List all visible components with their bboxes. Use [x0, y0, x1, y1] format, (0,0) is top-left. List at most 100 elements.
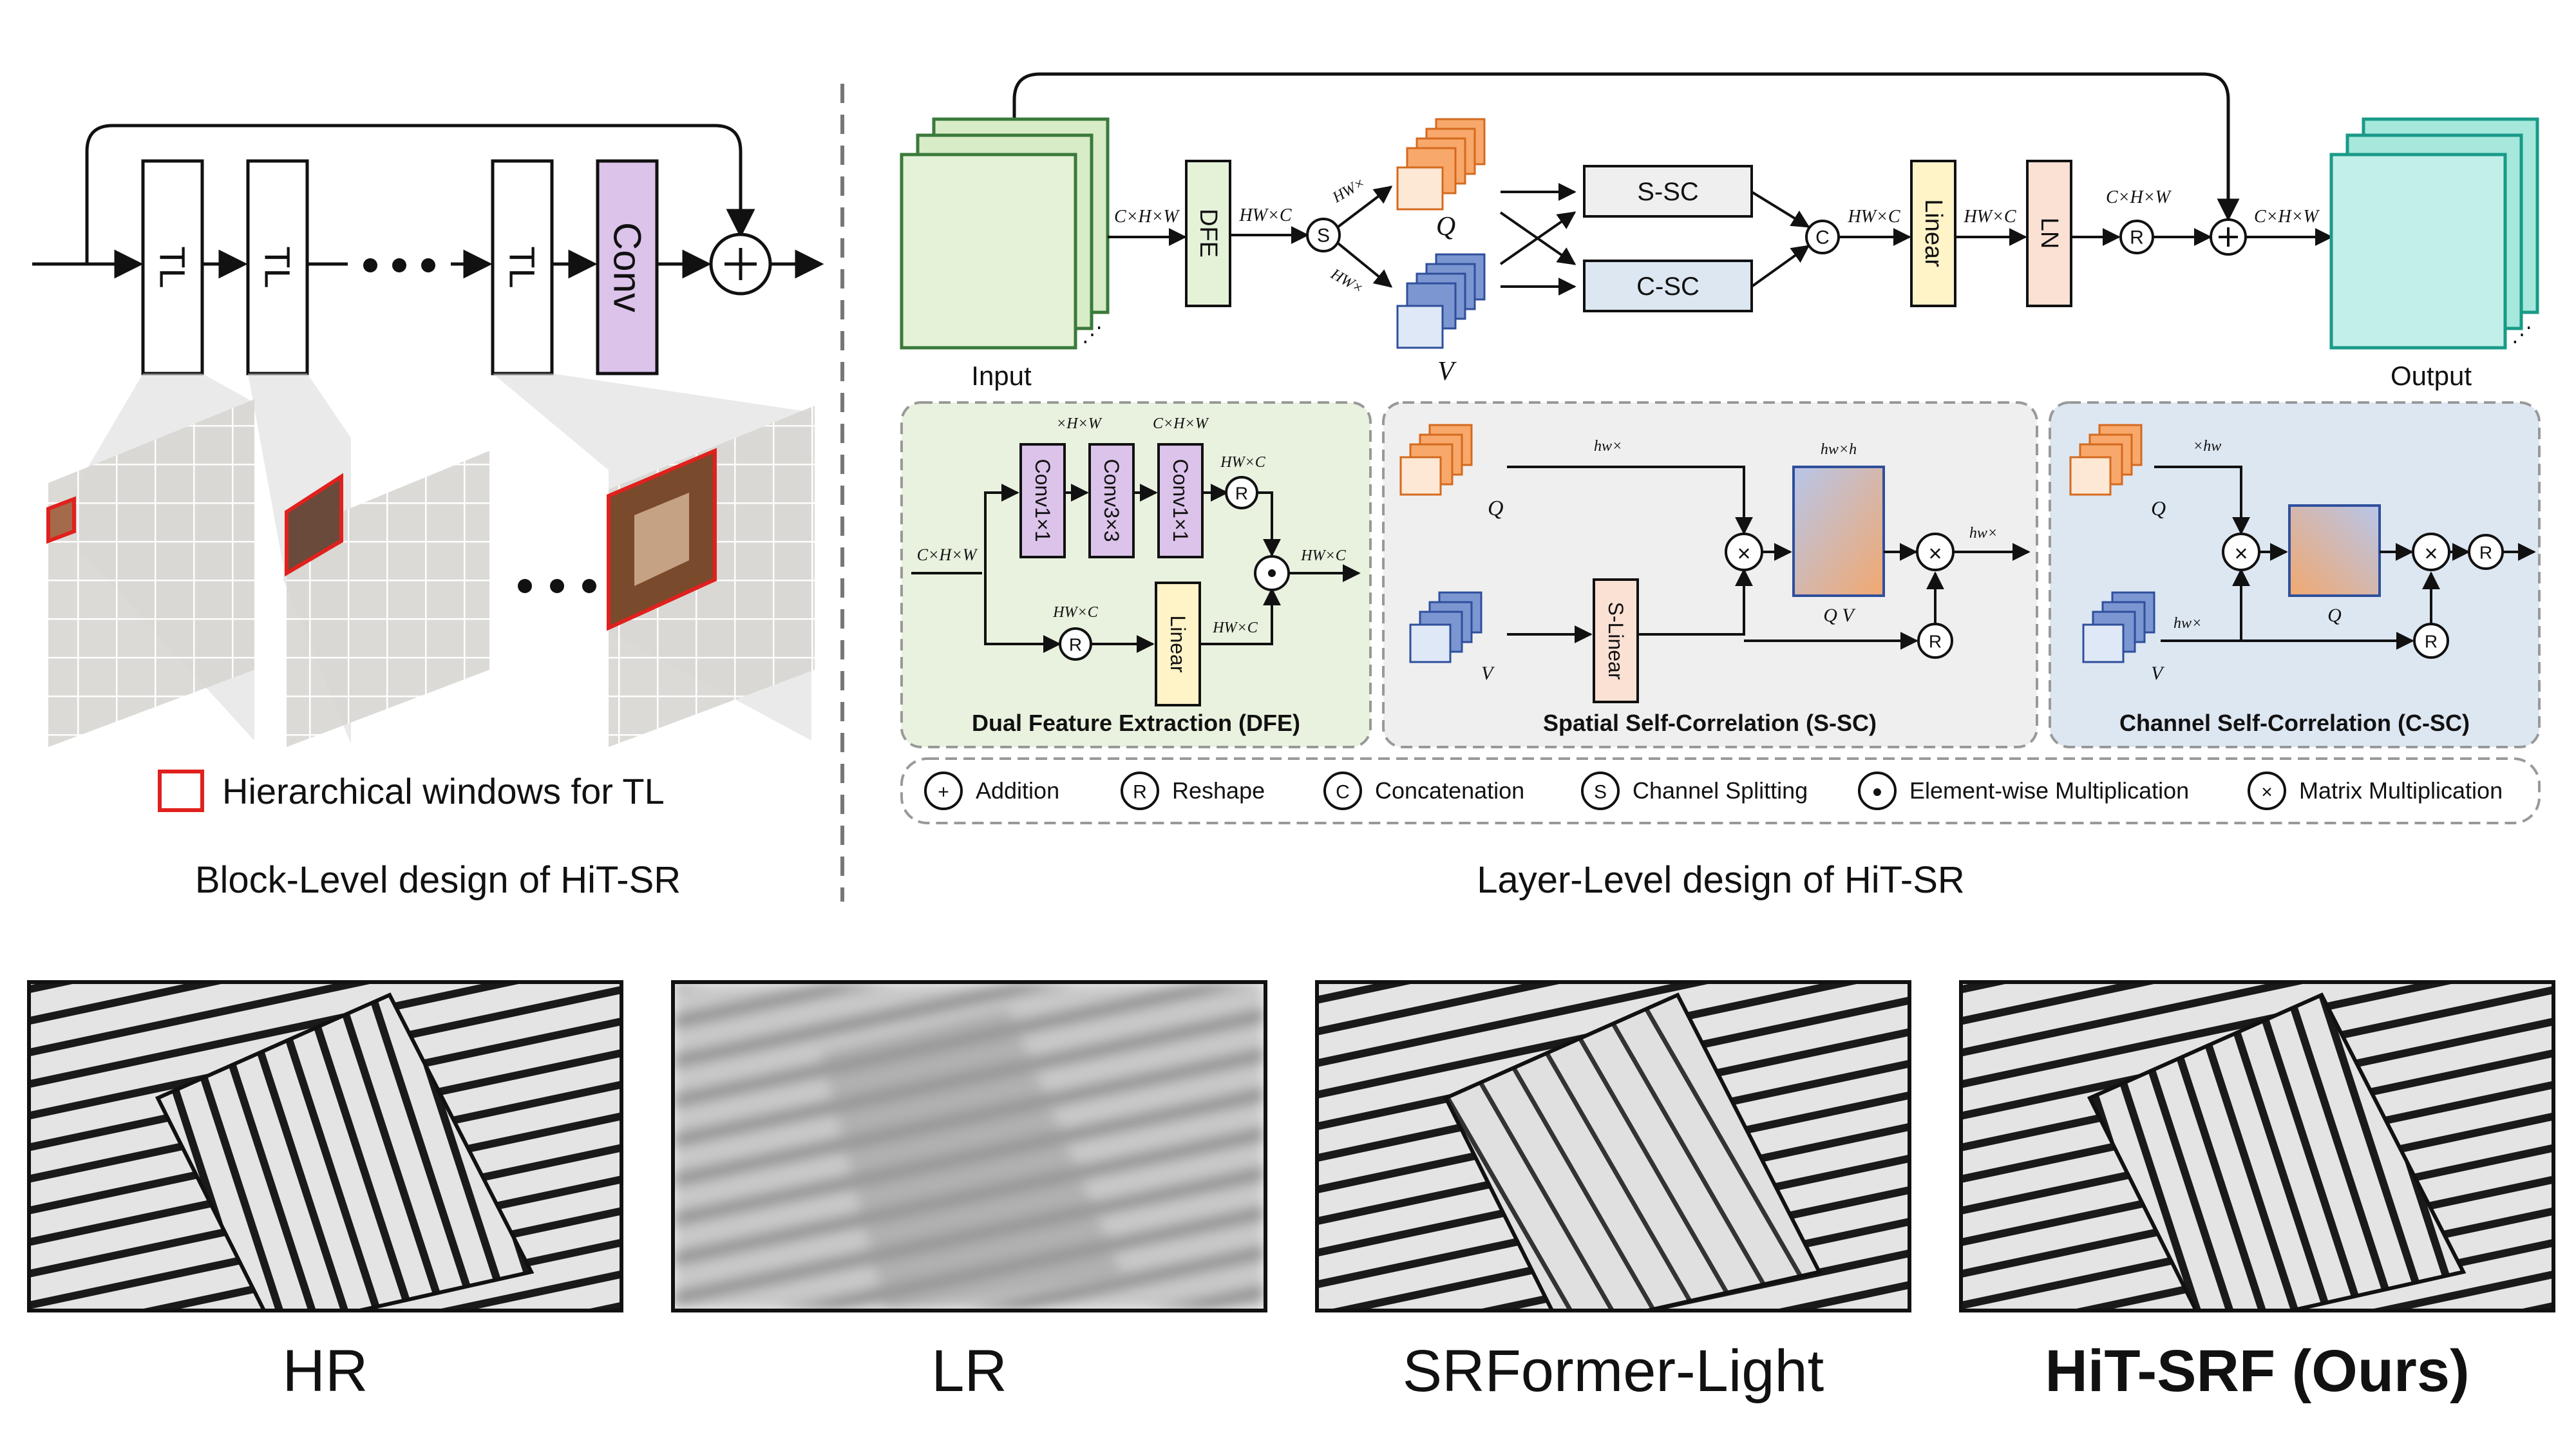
ssc-v-stack	[1409, 591, 1482, 663]
window-image-1	[46, 399, 254, 747]
csc-qt-label: Q	[2151, 497, 2166, 520]
ln-block-label: LN	[2036, 218, 2063, 249]
legend-item: S Channel Splitting	[1581, 772, 1808, 810]
dfe-in-label: C×H×W	[917, 545, 978, 564]
legend-symbol-icon	[1858, 772, 1897, 810]
svg-text:S-Linear: S-Linear	[1604, 602, 1627, 680]
v-feature-stack	[1396, 253, 1486, 349]
chw-label-3: C×H×W	[2254, 207, 2320, 227]
conv3x3-block	[1088, 443, 1135, 558]
ssc-attention-map	[1792, 466, 1885, 597]
csc-v-label: V	[2151, 663, 2165, 684]
layer-level-caption: Layer-Level design of HiT-SR	[1477, 859, 1965, 901]
svg-text:Linear: Linear	[1166, 616, 1189, 673]
svg-text:R: R	[2479, 543, 2492, 563]
chw-label-1: C×H×W	[1114, 207, 1180, 227]
dfe-reshape-top: R	[1225, 476, 1258, 509]
ssc-matmul-1: ×	[1725, 533, 1763, 571]
comparison-label: HiT-SRF (Ours)	[2045, 1338, 2469, 1404]
csc-v-stack	[2082, 591, 2155, 663]
input-feature-stack: ⋰	[900, 117, 1110, 350]
svg-text:⋰: ⋰	[1082, 323, 1103, 346]
ssc-out-label: hw×	[1969, 525, 1998, 542]
legend-symbol: C	[1336, 782, 1350, 803]
svg-text:R: R	[1069, 635, 1082, 655]
legend-symbol: •	[1872, 777, 1882, 808]
ssc-panel-title: Spatial Self-Correlation (S-SC)	[1543, 710, 1877, 736]
elementwise-mult-node	[1254, 555, 1290, 591]
ssc-vt-label: V	[1481, 663, 1495, 684]
ssc-hwhw-label: hw×h	[1821, 441, 1857, 458]
dfe-reshape-bottom: R	[1059, 627, 1092, 661]
hierarchical-windows-label: Hierarchical windows for TL	[222, 771, 665, 811]
hwc-label-3: HW×C	[1963, 207, 2016, 227]
comparison-label: HR	[283, 1338, 368, 1404]
comparison-panel: HiT-SRF (Ours)	[1959, 980, 2555, 1404]
dfe-block	[1185, 160, 1231, 307]
ellipsis-dots-images	[518, 579, 596, 593]
legend-symbol: ×	[2261, 782, 2273, 803]
ellipsis-dots	[363, 258, 435, 272]
ssc-q-stack	[1399, 424, 1473, 496]
linear-block-label: Linear	[1920, 199, 1947, 267]
comparison-panel: SRFormer-Light	[1315, 980, 1911, 1404]
addition-node	[709, 232, 772, 296]
block-level-diagram: TL TL TL Conv	[32, 124, 824, 901]
svg-text:×: ×	[2234, 540, 2248, 567]
chw-label-2: C×H×W	[2106, 187, 2172, 207]
csc-matmul-1: ×	[2222, 533, 2260, 571]
conv1x1-block-a	[1019, 443, 1066, 558]
dfe-top-label: ×H×W	[1056, 415, 1103, 432]
channel-split-node: S	[1306, 218, 1341, 252]
legend-symbol-icon	[2248, 772, 2286, 810]
q-label: Q	[1436, 212, 1455, 242]
tl-block-n	[491, 159, 554, 375]
legend-item: ×Matrix Multiplication	[2248, 772, 2503, 810]
linear-block	[1910, 160, 1956, 307]
v-label: V	[1437, 357, 1457, 386]
conv-block-label: Conv	[606, 222, 649, 312]
tl-block-2	[246, 159, 309, 375]
svg-text:×: ×	[1737, 540, 1750, 567]
comparison-label: LR	[931, 1338, 1007, 1404]
dfe-hwc-out: HW×C	[1300, 547, 1347, 564]
legend-symbol-icon	[1121, 772, 1159, 810]
legend-label: Addition	[976, 777, 1059, 804]
dfe-hwc-right: HW×C	[1212, 620, 1258, 636]
legend-symbol-icon	[1323, 772, 1362, 810]
dfe-panel: Dual Feature Extraction (DFE) C×H×W Conv…	[900, 401, 1372, 748]
dfe-top-label-2: C×H×W	[1153, 415, 1209, 432]
concat-node: C	[1805, 220, 1840, 254]
window-image-2	[285, 451, 489, 747]
window-image-3	[607, 406, 815, 747]
dfe-hwc-top: HW×C	[1220, 454, 1266, 471]
csc-q-stack	[2069, 424, 2143, 496]
input-label: Input	[971, 361, 1032, 391]
svg-text:×: ×	[1928, 540, 1942, 567]
legend-symbol: +	[938, 782, 949, 803]
svg-text:⋰: ⋰	[2512, 323, 2532, 346]
svg-text:Conv3×3: Conv3×3	[1100, 459, 1123, 542]
svg-text:R: R	[2425, 632, 2438, 652]
svg-text:Conv1×1: Conv1×1	[1031, 459, 1054, 542]
legend-symbol: S	[1594, 782, 1607, 803]
output-feature-stack: ⋰	[2329, 117, 2539, 350]
conv-block	[596, 159, 659, 375]
svg-text:R: R	[1235, 484, 1248, 504]
ssc-hw-label: hw×	[1594, 438, 1622, 455]
output-label: Output	[2391, 361, 2472, 391]
comparison-row: HR LR SRFormer-Light HiT-SRF (Ours)	[27, 980, 2555, 1404]
csc-attention-map	[2288, 504, 2381, 597]
ln-block	[2026, 160, 2072, 307]
ssc-block	[1583, 165, 1753, 218]
ssc-q-label: Q	[1488, 497, 1504, 520]
comparison-label: SRFormer-Light	[1403, 1338, 1824, 1404]
legend-label: Channel Splitting	[1633, 777, 1808, 804]
dfe-panel-title: Dual Feature Extraction (DFE)	[972, 710, 1300, 736]
q-feature-stack	[1396, 118, 1486, 211]
ssc-block-label: S-SC	[1637, 178, 1699, 206]
